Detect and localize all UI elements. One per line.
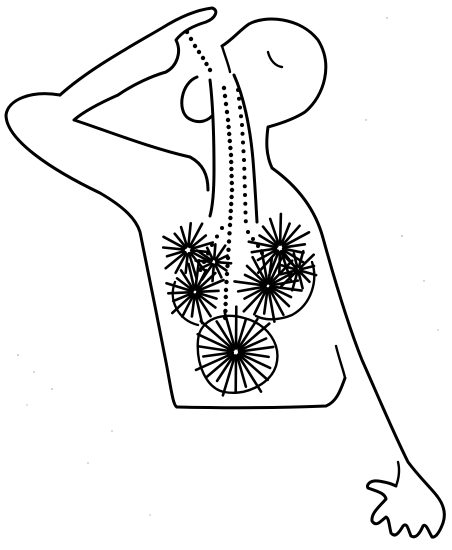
air-dot [222, 86, 226, 90]
air-dot [208, 68, 212, 72]
air-dot [185, 30, 189, 34]
air-dot [224, 295, 228, 299]
air-dot [204, 62, 208, 66]
head-outline [222, 19, 437, 496]
lung-ray [196, 261, 211, 262]
trachea-left [210, 80, 214, 216]
lung-ray [213, 265, 214, 281]
air-dot [215, 235, 219, 239]
mouth [222, 46, 230, 72]
air-dot [242, 167, 246, 171]
lung-clusters [163, 214, 316, 396]
air-dot [228, 216, 232, 220]
air-dot [229, 167, 233, 171]
air-dot [224, 102, 228, 106]
air-dot [224, 288, 228, 292]
air-dot [251, 237, 255, 241]
air-dot [228, 146, 232, 150]
air-dot [237, 97, 241, 101]
air-dot [197, 50, 201, 54]
air-dot [229, 195, 233, 199]
lung-ray [199, 291, 219, 292]
air-dot [241, 141, 245, 145]
lung-ray [188, 223, 190, 246]
air-dot [224, 280, 228, 284]
air-dot [229, 153, 233, 157]
air-dot [243, 184, 247, 188]
air-dot [244, 211, 248, 215]
air-dot [220, 226, 224, 230]
air-dot [227, 239, 231, 243]
air-dot [246, 230, 250, 234]
air-dot [225, 272, 229, 276]
air-dot [226, 248, 230, 252]
torso-left-inner [336, 346, 345, 378]
air-dot [227, 132, 231, 136]
air-dot [226, 118, 230, 122]
wrist-line [396, 462, 399, 486]
arm-outer-outline [6, 94, 177, 407]
air-dot [223, 302, 227, 306]
neck-curve [182, 77, 212, 122]
hand-outline [60, 8, 216, 95]
air-dot [243, 202, 247, 206]
air-dot [241, 132, 245, 136]
air-dot [244, 219, 248, 223]
air-dot [225, 110, 229, 114]
air-dot [228, 223, 232, 227]
air-dot [230, 181, 234, 185]
air-dot [229, 174, 233, 178]
lung-ray [186, 255, 188, 273]
air-dot [243, 193, 247, 197]
air-dot [229, 209, 233, 213]
air-dot [225, 264, 229, 268]
air-dot [242, 149, 246, 153]
air-dot [223, 94, 227, 98]
air-dot [227, 231, 231, 235]
lung-ray [217, 262, 231, 263]
air-dot [238, 106, 242, 110]
air-dot [230, 188, 234, 192]
air-dot [228, 139, 232, 143]
air-dot [242, 158, 246, 162]
air-dot [240, 123, 244, 127]
lung-ray [163, 248, 184, 250]
air-dot [243, 176, 247, 180]
eye [268, 52, 282, 67]
air-dot [229, 202, 233, 206]
air-dot [236, 88, 240, 92]
air-dot [189, 37, 193, 41]
air-dot [226, 125, 230, 129]
air-dot [193, 44, 197, 48]
lung-ray [214, 244, 215, 259]
air-dot [201, 56, 205, 60]
arm-inner-outline [74, 95, 208, 190]
air-dot [239, 114, 243, 118]
air-dot [229, 160, 233, 164]
trachea-right [234, 75, 257, 222]
lung-ray [280, 214, 281, 245]
